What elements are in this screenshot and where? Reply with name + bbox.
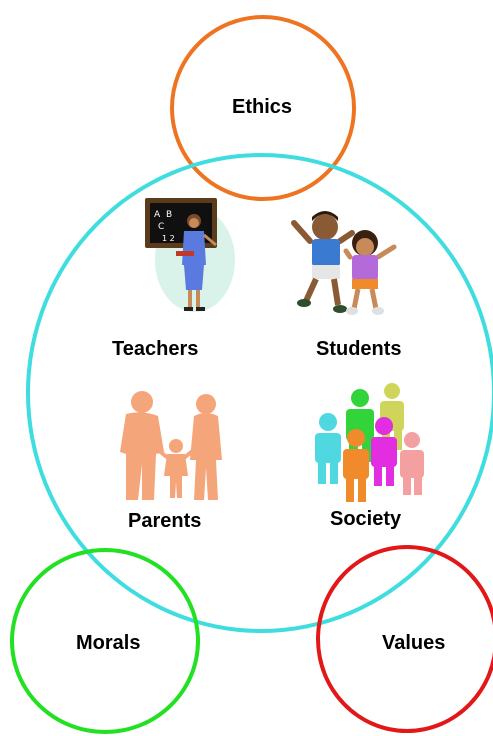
svg-text:B: B	[166, 210, 172, 220]
morals-circle	[10, 548, 200, 734]
family-silhouette-icon	[120, 391, 222, 500]
svg-text:1 2: 1 2	[162, 234, 175, 243]
teachers-label: Teachers	[112, 338, 199, 360]
teacher-at-blackboard-icon: A B C 1 2	[145, 198, 235, 312]
morals-label: Morals	[76, 632, 141, 654]
values-circle	[316, 545, 493, 733]
cheering-children-icon	[291, 211, 397, 315]
society-label: Society	[330, 508, 402, 530]
svg-text:A: A	[154, 210, 161, 220]
parents-label: Parents	[128, 510, 202, 532]
ethics-label: Ethics	[232, 96, 293, 118]
values-label: Values	[382, 632, 446, 654]
students-label: Students	[316, 338, 402, 360]
svg-text:C: C	[158, 222, 164, 232]
group-of-people-icon	[315, 383, 424, 502]
